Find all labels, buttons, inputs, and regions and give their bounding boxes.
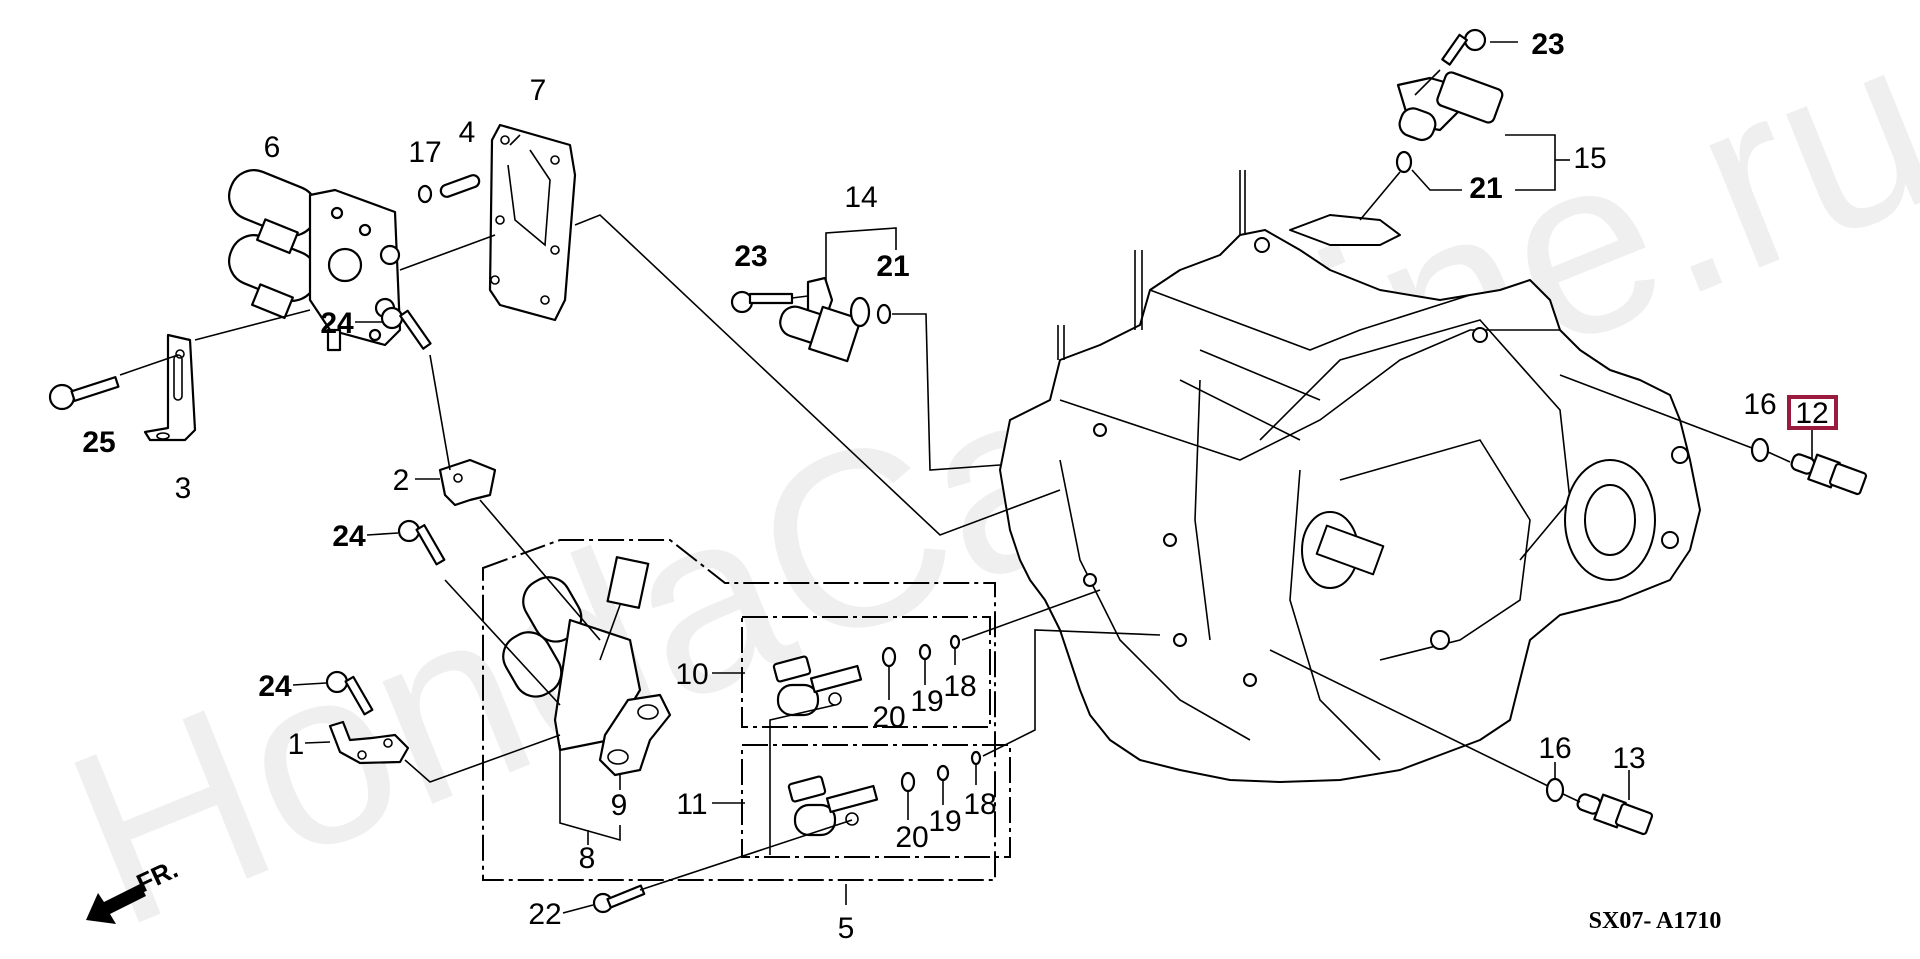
callout-21-top[interactable]: 21 bbox=[1469, 172, 1502, 205]
callout-labels: 1 2 3 4 5 6 7 8 9 10 11 12 13 14 15 16 1… bbox=[82, 28, 1828, 945]
leader-lines bbox=[119, 41, 1813, 914]
part-24-bolt-b[interactable] bbox=[397, 519, 446, 566]
callout-16-lower[interactable]: 16 bbox=[1538, 732, 1571, 765]
callout-12[interactable]: 12 bbox=[1795, 397, 1828, 430]
part-24-bolt-c[interactable] bbox=[325, 670, 374, 716]
part-23-bolt-mid[interactable] bbox=[730, 290, 794, 314]
part-12-sensor[interactable] bbox=[1790, 453, 1868, 496]
callout-9[interactable]: 9 bbox=[611, 789, 628, 822]
transmission-housing[interactable] bbox=[999, 170, 1701, 783]
part-14-speed-sensor[interactable] bbox=[777, 276, 871, 363]
assembly-box-10 bbox=[741, 616, 991, 728]
callout-16-upper[interactable]: 16 bbox=[1743, 388, 1776, 421]
part-3-bracket[interactable] bbox=[143, 333, 197, 442]
highlight-box-12 bbox=[1787, 395, 1838, 430]
part-15-speed-sensor[interactable] bbox=[1396, 71, 1504, 144]
callout-3[interactable]: 3 bbox=[175, 472, 192, 505]
callout-4[interactable]: 4 bbox=[459, 116, 476, 149]
assembly-box-11 bbox=[741, 744, 1011, 858]
callout-18-upper[interactable]: 18 bbox=[943, 670, 976, 703]
part-11-solenoid[interactable] bbox=[787, 775, 879, 837]
part-10-solenoid[interactable] bbox=[772, 655, 863, 717]
diagram-code: SX07- A1710 bbox=[1589, 908, 1722, 934]
part-13-sensor[interactable] bbox=[1576, 793, 1654, 836]
part-24-bolt-a[interactable] bbox=[380, 306, 432, 350]
callout-22[interactable]: 22 bbox=[528, 898, 561, 931]
callout-18-lower[interactable]: 18 bbox=[963, 788, 996, 821]
part-8-linear-solenoid-assembly[interactable] bbox=[495, 556, 650, 752]
part-21-o-ring-top[interactable] bbox=[1395, 150, 1413, 174]
callout-15[interactable]: 15 bbox=[1573, 142, 1606, 175]
assembly-box-5 bbox=[482, 539, 996, 881]
part-1-bracket[interactable] bbox=[328, 720, 410, 765]
callout-5[interactable]: 5 bbox=[838, 912, 855, 945]
part-25-bolt[interactable] bbox=[48, 376, 120, 411]
callout-14[interactable]: 14 bbox=[844, 181, 877, 214]
callout-19-upper[interactable]: 19 bbox=[910, 685, 943, 718]
part-17-o-ring[interactable] bbox=[417, 184, 433, 204]
part-22-bolt[interactable] bbox=[592, 884, 646, 914]
callout-23-top[interactable]: 23 bbox=[1531, 28, 1564, 61]
callout-11[interactable]: 11 bbox=[676, 788, 707, 821]
callout-19-lower[interactable]: 19 bbox=[928, 805, 961, 838]
part-21-o-ring-mid[interactable] bbox=[876, 303, 892, 325]
callout-17[interactable]: 17 bbox=[408, 136, 441, 169]
part-16-washer-b[interactable] bbox=[1545, 777, 1565, 803]
callout-1[interactable]: 1 bbox=[288, 728, 305, 761]
part-18a-o-ring[interactable] bbox=[949, 634, 961, 650]
part-16-washer-a[interactable] bbox=[1750, 437, 1770, 463]
callout-24-c[interactable]: 24 bbox=[258, 670, 292, 703]
part-20a-o-ring[interactable] bbox=[881, 646, 897, 668]
part-2-bracket[interactable] bbox=[438, 458, 497, 507]
part-9-gasket[interactable] bbox=[598, 693, 672, 777]
callout-24-a[interactable]: 24 bbox=[320, 307, 354, 340]
part-18b-o-ring[interactable] bbox=[970, 750, 982, 766]
callout-2[interactable]: 2 bbox=[393, 464, 410, 497]
callout-24-b[interactable]: 24 bbox=[332, 520, 366, 553]
part-19b-o-ring[interactable] bbox=[936, 764, 950, 782]
callout-8[interactable]: 8 bbox=[579, 842, 596, 875]
assembly-boxes bbox=[482, 539, 1011, 881]
part-19a-o-ring[interactable] bbox=[918, 643, 932, 661]
callout-20-lower[interactable]: 20 bbox=[895, 821, 928, 854]
callout-23-mid[interactable]: 23 bbox=[734, 240, 767, 273]
callout-7[interactable]: 7 bbox=[530, 74, 547, 107]
callout-21-mid[interactable]: 21 bbox=[876, 250, 909, 283]
part-7-gasket[interactable] bbox=[488, 123, 577, 322]
callout-25[interactable]: 25 bbox=[82, 426, 115, 459]
callout-13[interactable]: 13 bbox=[1612, 742, 1645, 775]
part-4-dowel-pin[interactable] bbox=[439, 174, 481, 199]
callout-20-upper[interactable]: 20 bbox=[872, 701, 905, 734]
callout-6[interactable]: 6 bbox=[264, 131, 281, 164]
part-20b-o-ring[interactable] bbox=[900, 771, 916, 793]
callout-10[interactable]: 10 bbox=[675, 658, 708, 691]
front-arrow-icon bbox=[86, 884, 146, 924]
part-6-shift-solenoid-valve[interactable] bbox=[222, 163, 402, 352]
part-23-bolt-top[interactable] bbox=[1441, 28, 1487, 66]
